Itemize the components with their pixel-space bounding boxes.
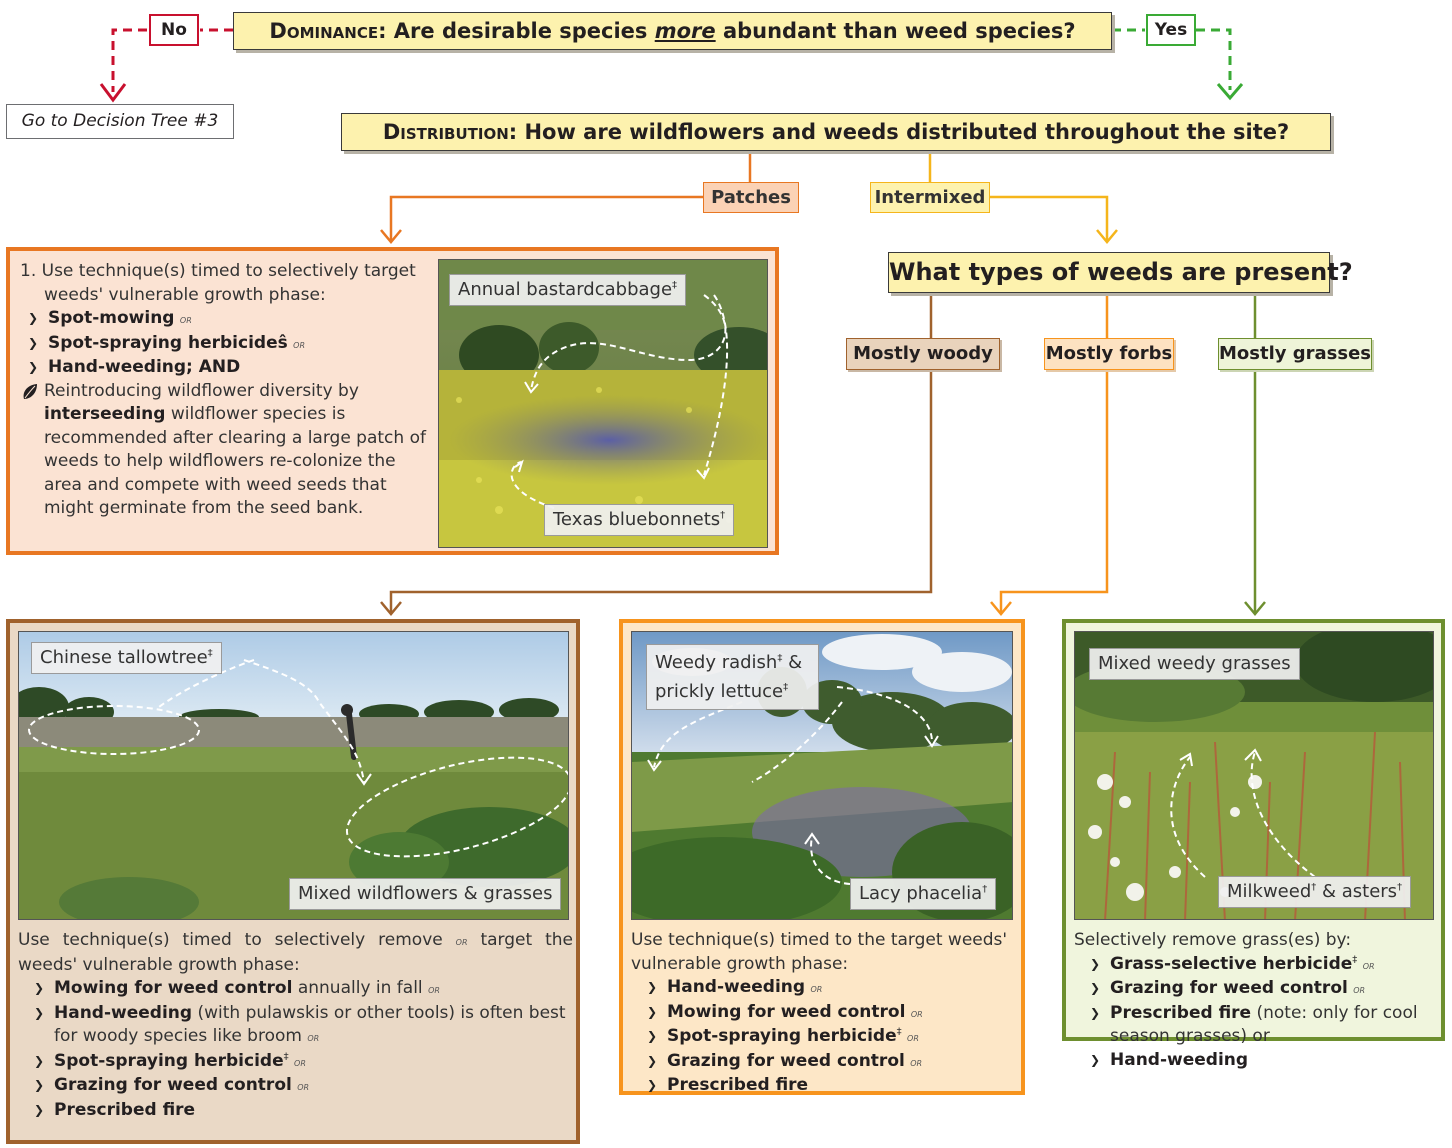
forbs-photo: Weedy radish‡ &prickly lettuce‡ Lacy pha…: [631, 631, 1013, 920]
goto-decision-tree-3[interactable]: Go to Decision Tree #3: [6, 104, 234, 139]
mostly-woody-label: Mostly woody: [846, 338, 1000, 370]
grasses-photo: Mixed weedy grasses Milkweed† & asters†: [1074, 631, 1434, 920]
patches-technique-list: Spot-mowing or Spot-spraying herbicideŝ …: [20, 307, 430, 380]
list-item: Mowing for weed control or: [639, 1001, 1021, 1026]
patches-panel: 1. Use technique(s) timed to selectively…: [6, 247, 779, 555]
photo-tag-lacy-phacelia: Lacy phacelia†: [850, 878, 997, 910]
patches-connector: [380, 151, 752, 244]
list-item: Prescribed fire: [26, 1099, 573, 1123]
list-item: Prescribed fire: [639, 1074, 1021, 1098]
patches-instructions: 1. Use technique(s) timed to selectively…: [20, 260, 430, 521]
list-item: Mowing for weed control annually in fall…: [26, 977, 573, 1002]
list-item: Hand-weeding (with pulawskis or other to…: [26, 1002, 573, 1050]
list-item: Prescribed fire (note: only for cool sea…: [1082, 1002, 1436, 1049]
no-label: No: [149, 14, 199, 46]
dominance-prefix: Dominance:: [269, 19, 387, 43]
grasses-instructions: Selectively remove grass(es) by: Grass-s…: [1074, 929, 1436, 1072]
dominance-text-before: Are desirable species: [386, 19, 655, 43]
list-item: Hand-weeding; AND: [20, 356, 430, 380]
dominance-question: Dominance: Are desirable species more ab…: [233, 12, 1112, 50]
distribution-question: Distribution: How are wildflowers and we…: [341, 113, 1331, 151]
woody-photo: Chinese tallowtree‡ Mixed wildflowers & …: [18, 631, 569, 920]
yes-label: Yes: [1146, 14, 1196, 46]
woody-instructions: Use technique(s) timed to selectively re…: [18, 929, 573, 1122]
grasses-intro: Selectively remove grass(es) by:: [1074, 930, 1352, 950]
woody-intro: Use technique(s) timed to selectively re…: [18, 930, 573, 975]
list-item: Grazing for weed control or: [1082, 977, 1436, 1002]
list-item: Spot-spraying herbicide‡ or: [26, 1050, 573, 1075]
photo-tag-chinese-tallowtree: Chinese tallowtree‡: [31, 642, 222, 674]
photo-tag-milkweed-asters: Milkweed† & asters†: [1218, 876, 1412, 908]
list-item: Hand-weeding: [1082, 1049, 1436, 1073]
no-arrowhead: [99, 83, 127, 103]
list-item: Grazing for weed control or: [26, 1074, 573, 1099]
distribution-prefix: Distribution:: [382, 120, 518, 144]
patches-intro: 1. Use technique(s) timed to selectively…: [20, 261, 416, 305]
weed-types-question: What types of weeds are present?: [888, 252, 1353, 293]
forbs-instructions: Use technique(s) timed to the target wee…: [631, 929, 1021, 1098]
woody-panel: Chinese tallowtree‡ Mixed wildflowers & …: [6, 619, 580, 1144]
photo-tag-weedy-radish-prickly-lettuce: Weedy radish‡ &prickly lettuce‡: [646, 644, 819, 710]
forbs-panel: Weedy radish‡ &prickly lettuce‡ Lacy pha…: [619, 619, 1025, 1098]
list-item: Hand-weeding or: [639, 976, 1021, 1001]
patches-label: Patches: [703, 182, 799, 213]
dominance-text-after: abundant than weed species?: [715, 19, 1076, 43]
list-item: Spot-mowing or: [20, 307, 430, 332]
photo-tag-mixed-wildflowers: Mixed wildflowers & grasses: [289, 878, 562, 910]
grasses-technique-list: Grass-selective herbicide‡ or Grazing fo…: [1074, 953, 1436, 1073]
list-item: Grass-selective herbicide‡ or: [1082, 953, 1436, 978]
yes-arrowhead: [1216, 83, 1244, 101]
woody-technique-list: Mowing for weed control annually in fall…: [18, 977, 573, 1122]
forbs-intro: Use technique(s) timed to the target wee…: [631, 930, 1008, 974]
distribution-text: How are wildflowers and weeds distribute…: [517, 120, 1290, 144]
patches-photo: Annual bastardcabbage‡ Texas bluebonnets…: [438, 259, 768, 548]
photo-tag-texas-bluebonnets: Texas bluebonnets†: [544, 504, 735, 536]
list-item: Spot-spraying herbicide‡ or: [639, 1025, 1021, 1050]
list-item: Spot-spraying herbicideŝ or: [20, 332, 430, 357]
seed-icon: [23, 383, 37, 399]
mostly-forbs-label: Mostly forbs: [1044, 338, 1174, 370]
photo-tag-annual-bastardcabbage: Annual bastardcabbage‡: [449, 274, 687, 306]
list-item: Grazing for weed control or: [639, 1050, 1021, 1075]
mostly-grasses-label: Mostly grasses: [1218, 338, 1372, 370]
forbs-technique-list: Hand-weeding or Mowing for weed control …: [631, 976, 1021, 1098]
grasses-panel: Mixed weedy grasses Milkweed† & asters† …: [1062, 619, 1445, 1072]
dominance-emphasis: more: [654, 19, 716, 43]
photo-tag-mixed-weedy-grasses: Mixed weedy grasses: [1089, 648, 1300, 680]
intermixed-label: Intermixed: [870, 182, 990, 213]
